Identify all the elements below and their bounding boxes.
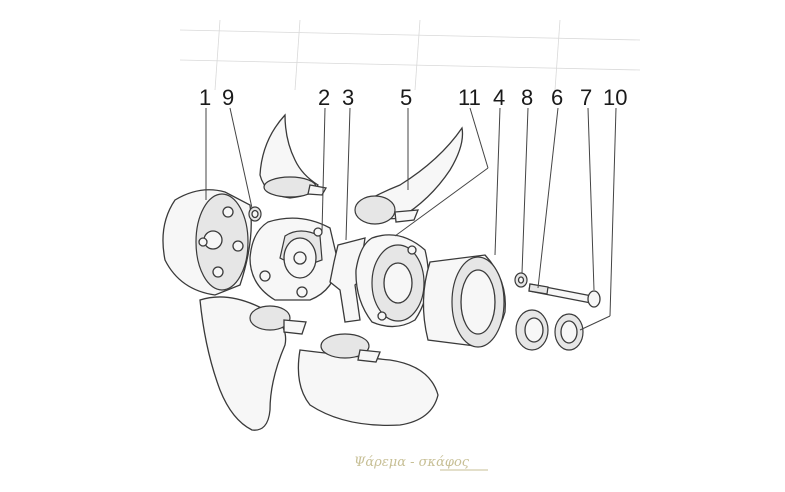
label-part-11: 11	[458, 85, 481, 110]
leader-lines	[205, 107, 617, 331]
part-1-hub-cone	[162, 189, 252, 296]
part-7-bolt	[528, 283, 601, 308]
label-part-1: 1	[199, 85, 211, 110]
blade-bottom-center	[297, 333, 439, 426]
label-part-3: 3	[342, 85, 354, 110]
part-5-blade-top-right	[354, 126, 464, 225]
part-6-thick-washer	[515, 309, 549, 351]
part-10-ring-washer	[554, 313, 584, 351]
label-part-7: 7	[580, 85, 592, 110]
part-8-small-washer	[514, 272, 528, 288]
blade-top-left	[259, 113, 328, 199]
part-9-nut	[248, 206, 262, 222]
label-part-8: 8	[521, 85, 533, 110]
part-number-labels: 1 9 2 3 5 11 4 8 6 7 10	[199, 85, 627, 110]
part-11-front-holder	[355, 234, 429, 328]
label-part-9: 9	[222, 85, 234, 110]
label-part-2: 2	[318, 85, 330, 110]
label-part-4: 4	[493, 85, 505, 110]
label-part-6: 6	[551, 85, 563, 110]
part-4-hub-housing	[422, 254, 506, 348]
label-part-10: 10	[603, 85, 627, 110]
label-part-5: 5	[400, 85, 412, 110]
watermark-text: Ψάρεμα - σκάφος	[354, 455, 470, 470]
blade-bottom-left	[199, 296, 307, 431]
background-grid	[179, 19, 641, 91]
part-2-blade-holder	[249, 217, 339, 301]
